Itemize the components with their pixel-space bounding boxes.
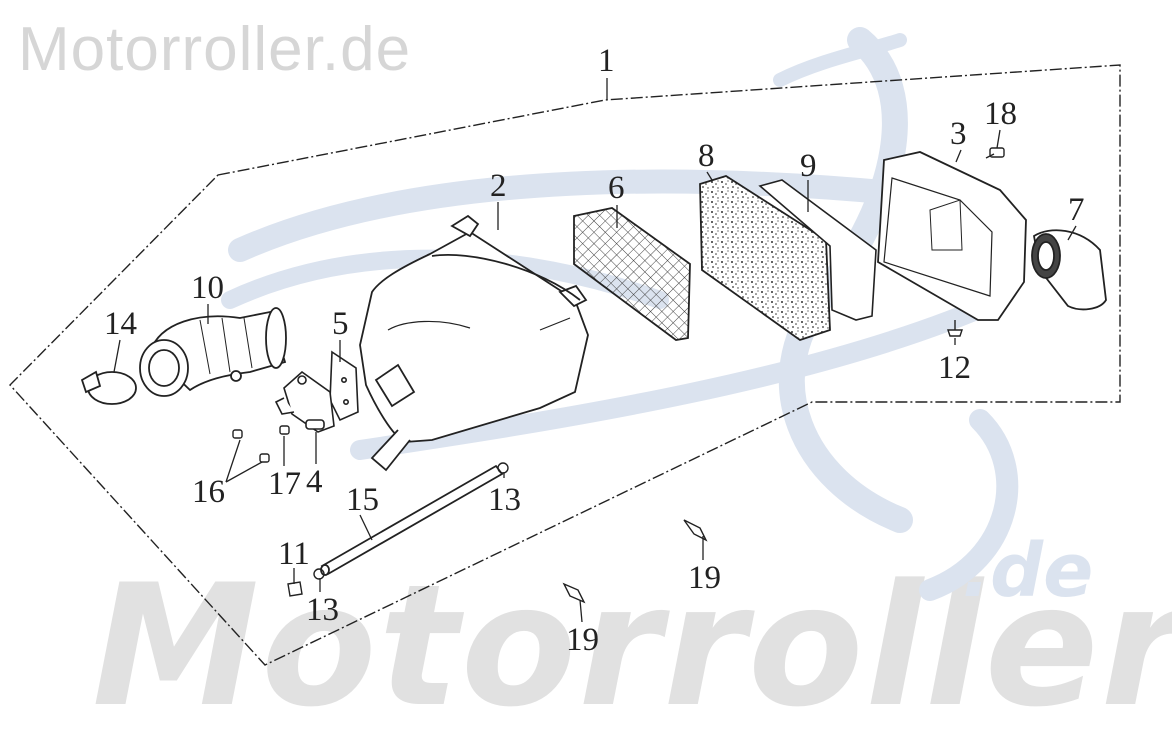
watermark-top: Motorroller.de (18, 15, 412, 84)
watermark-big: Motorroller (92, 548, 1172, 744)
leader-lines (113, 78, 1077, 623)
hose-clamp-part (80, 370, 137, 405)
callout-18: 18 (984, 96, 1017, 132)
callout-13-tube-end: 13 (488, 482, 521, 518)
bolt-11-part (287, 581, 303, 597)
callout-9: 9 (800, 148, 817, 184)
callout-15: 15 (346, 482, 379, 518)
callout-12: 12 (938, 350, 971, 386)
callout-17: 17 (268, 466, 301, 502)
callout-14: 14 (104, 306, 137, 342)
callout-16: 16 (192, 474, 225, 510)
air-box-housing-part (359, 214, 589, 472)
callout-6: 6 (608, 170, 625, 206)
clip-13-part (313, 462, 509, 580)
snorkel-part (1031, 229, 1107, 311)
foam-filter-part (699, 175, 831, 341)
screw-17-part (279, 425, 290, 435)
callout-11: 11 (278, 536, 310, 572)
callout-7: 7 (1068, 192, 1085, 228)
callout-2: 2 (490, 168, 507, 204)
callout-8: 8 (698, 138, 715, 174)
callout-19-left: 19 (566, 622, 599, 658)
filter-plate-part (758, 179, 877, 321)
callout-5: 5 (332, 306, 349, 342)
bracket-part (274, 370, 335, 433)
callout-3: 3 (950, 116, 967, 152)
mesh-screen-part (573, 207, 691, 341)
gasket-plate-part (329, 350, 359, 422)
intake-elbow-part (139, 307, 287, 397)
callout-1: 1 (598, 43, 615, 79)
bolt-19-part (562, 519, 708, 604)
callout-13-tube-start: 13 (306, 592, 339, 628)
screws-16-part (232, 429, 270, 463)
callout-10: 10 (191, 270, 224, 306)
callout-4: 4 (306, 464, 323, 500)
assembly-outline (9, 64, 1121, 666)
air-box-cover-part (877, 151, 1027, 321)
screw-18-part (985, 147, 1005, 159)
pin-12-part (947, 320, 963, 337)
callout-19-right: 19 (688, 560, 721, 596)
